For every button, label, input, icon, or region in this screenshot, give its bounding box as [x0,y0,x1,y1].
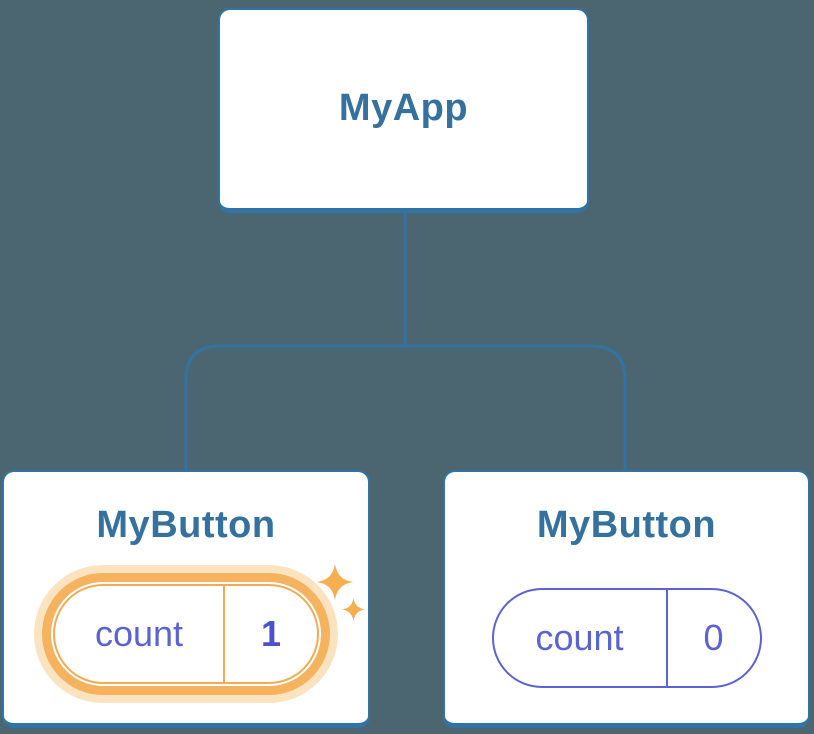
component-node-mybutton-2: MyButton count 0 [443,470,810,728]
state-value: 0 [703,616,724,658]
state-pill: count 0 [491,587,762,688]
component-node-myapp: MyApp [218,8,589,213]
component-node-mybutton-1: MyButton count 1 [2,470,370,728]
component-label: MyButton [536,504,717,546]
component-label: MyApp [338,87,469,130]
component-label: MyButton [96,504,276,546]
state-pill-highlighted: count 1 [53,583,319,684]
state-value: 1 [260,612,282,654]
sparkle-icon [317,564,353,600]
state-key-label: count [494,589,668,686]
sparkle-icon [342,598,365,621]
connector-branch [184,344,627,470]
state-key-label: count [55,585,225,682]
